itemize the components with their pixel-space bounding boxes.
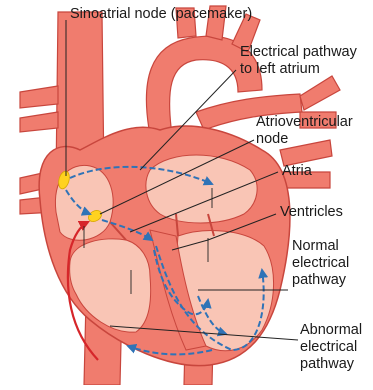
label-line: Electrical pathway bbox=[240, 44, 357, 61]
label-sinoatrial-node: Sinoatrial node (pacemaker) bbox=[70, 6, 252, 23]
label-line: to left atrium bbox=[240, 61, 357, 78]
label-abnormal-electrical-pathway: Abnormal electrical pathway bbox=[300, 322, 362, 373]
label-line: electrical bbox=[292, 255, 349, 272]
label-atria: Atria bbox=[282, 163, 312, 180]
label-electrical-pathway-left-atrium: Electrical pathway to left atrium bbox=[240, 44, 357, 78]
label-line: Normal bbox=[292, 238, 349, 255]
label-atrioventricular-node: Atrioventricular node bbox=[256, 114, 353, 148]
label-line: pathway bbox=[300, 356, 362, 373]
label-normal-electrical-pathway: Normal electrical pathway bbox=[292, 238, 349, 289]
right-ventricle-chamber bbox=[70, 239, 151, 332]
label-line: pathway bbox=[292, 272, 349, 289]
label-line: Atrioventricular bbox=[256, 114, 353, 131]
label-ventricles: Ventricles bbox=[280, 204, 343, 221]
label-line: Abnormal bbox=[300, 322, 362, 339]
label-line: electrical bbox=[300, 339, 362, 356]
label-line: node bbox=[256, 131, 353, 148]
